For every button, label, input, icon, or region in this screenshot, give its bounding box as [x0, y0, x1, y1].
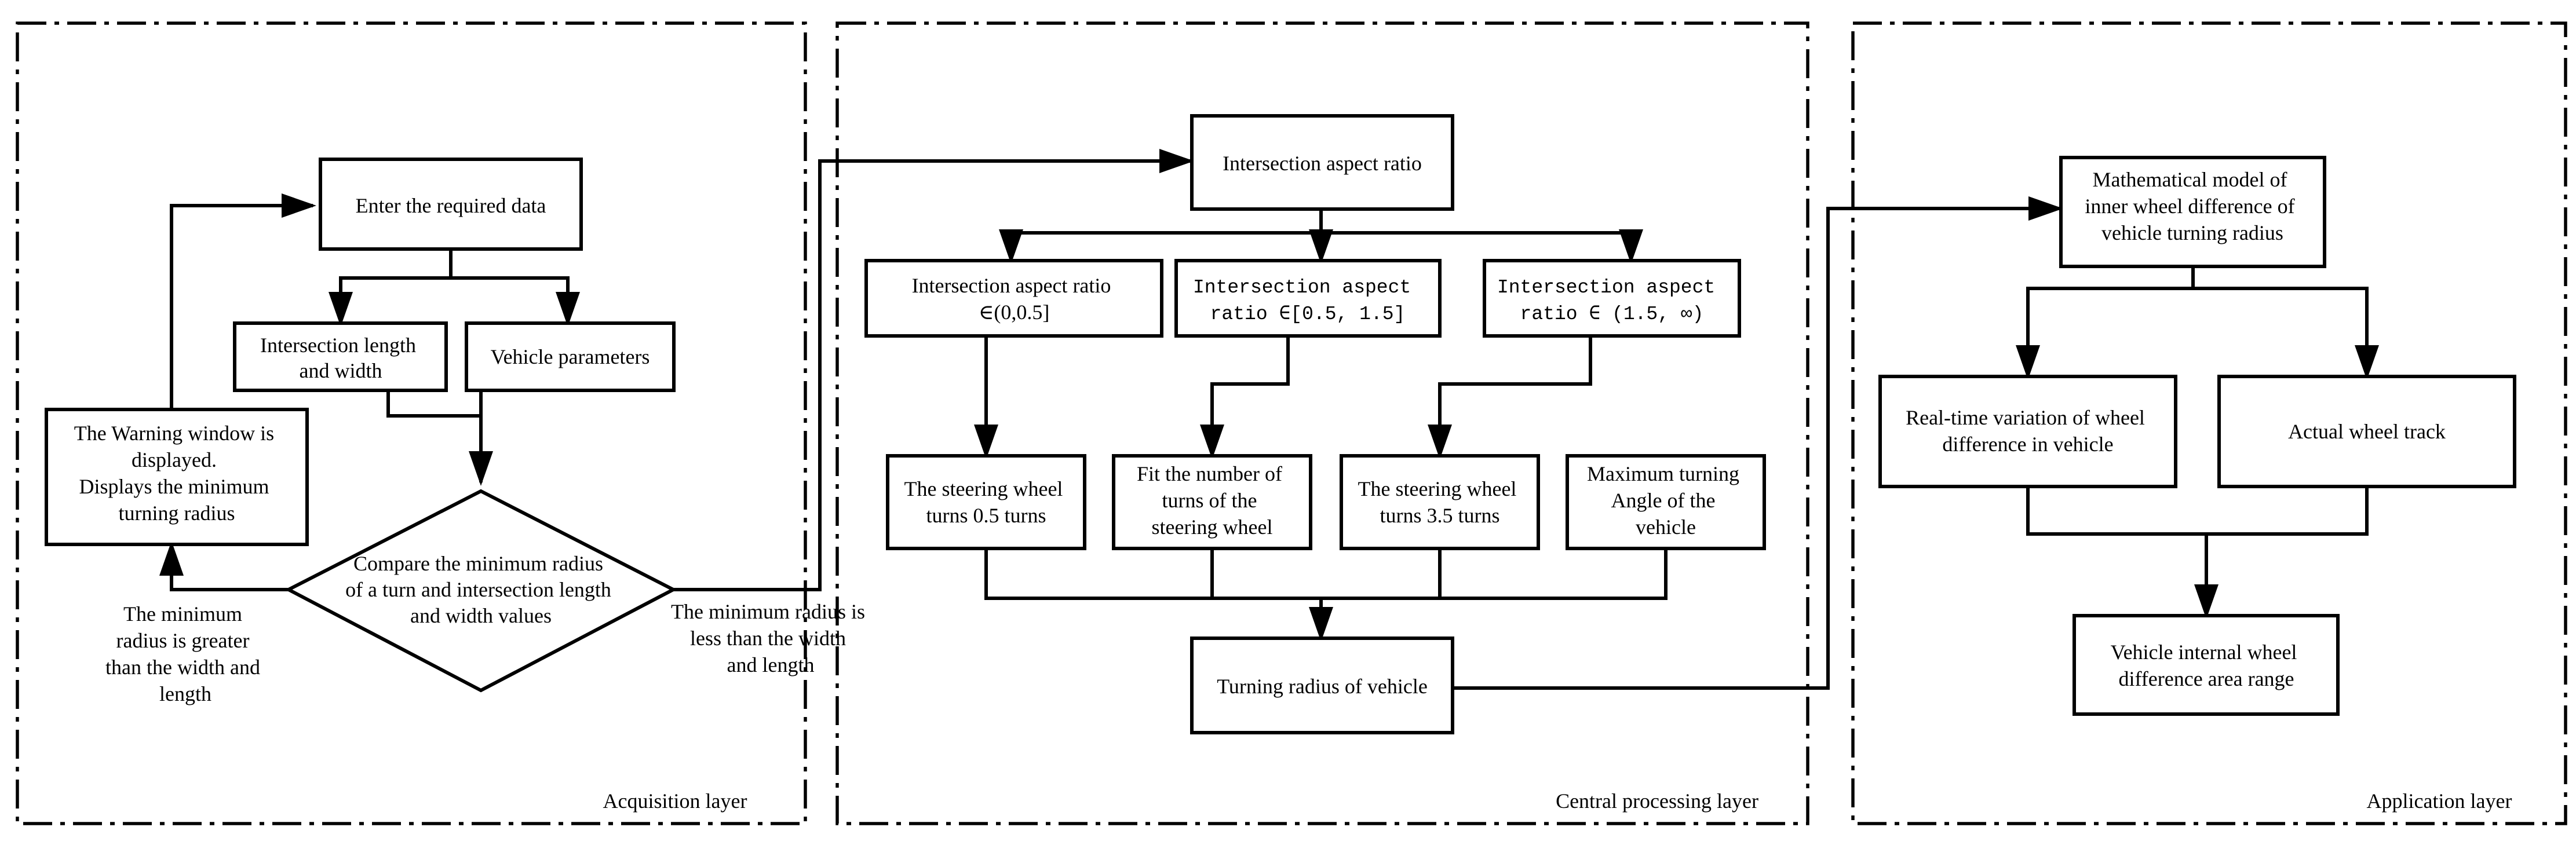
max-turning-angle-text: Maximum turning Angle of the vehicle — [1587, 462, 1745, 539]
turning-radius-box — [1190, 637, 1454, 734]
radius-less-label: The minimum radius is less than the widt… — [671, 600, 870, 676]
wheel-difference-area-box — [2073, 614, 2340, 716]
central-connectors — [974, 209, 1668, 642]
vehicle-parameters-box — [465, 321, 676, 392]
actual-wheel-track-text: Actual wheel track — [2288, 420, 2446, 443]
wheel-difference-area-text: Vehicle internal wheel difference area r… — [2111, 641, 2303, 690]
fit-steering-turns-box — [1112, 454, 1312, 550]
intersection-length-width-text: Intersection length and width — [260, 334, 421, 382]
steering-three-half-turns-text: The steering wheel turns 3.5 turns — [1358, 477, 1522, 527]
steering-half-turn-box — [886, 454, 1086, 550]
turning-radius-text: Turning radius of vehicle — [1217, 675, 1428, 698]
math-model-text: Mathematical model of inner wheel differ… — [2085, 168, 2300, 244]
aspect-ratio-range-3-box — [1483, 259, 1741, 338]
intersection-aspect-ratio-text: Intersection aspect ratio — [1223, 152, 1422, 175]
vehicle-parameters-text: Vehicle parameters — [491, 345, 650, 368]
acquisition-connectors — [159, 193, 580, 591]
acq-to-central-connector — [673, 149, 1194, 591]
central-processing-layer-label: Central processing layer — [1556, 789, 1758, 813]
actual-wheel-track-box — [2217, 375, 2516, 488]
enter-required-data-box — [319, 158, 583, 251]
application-layer-frame — [1851, 21, 2567, 825]
aspect-ratio-range-2-box — [1174, 259, 1442, 338]
intersection-length-width-box — [233, 321, 448, 392]
acquisition-layer-frame — [16, 21, 807, 825]
acquisition-layer-label: Acquisition layer — [603, 789, 747, 813]
steering-three-half-turns-box — [1340, 454, 1540, 550]
compare-radius-text: Compare the minimum radius of a turn and… — [345, 552, 616, 627]
aspect-ratio-range-3-text: Intersection aspect ratio ∈ (1.5, ∞) — [1497, 277, 1727, 325]
compare-radius-diamond — [284, 489, 677, 693]
max-turning-angle-box — [1566, 454, 1766, 550]
realtime-wheel-difference-box — [1878, 375, 2177, 488]
aspect-ratio-range-2-text: Intersection aspect ratio ∈[0.5, 1.5] — [1193, 277, 1422, 325]
warning-window-box — [45, 408, 309, 546]
warning-window-text: The Warning window is displayed. Display… — [74, 422, 279, 525]
central-to-app-connector — [1453, 196, 2063, 690]
central-processing-layer-frame — [835, 21, 1809, 825]
application-layer-label: Application layer — [2367, 789, 2512, 813]
radius-greater-label: The minimum radius is greater than the w… — [105, 602, 265, 705]
fit-steering-turns-text: Fit the number of turns of the steering … — [1137, 462, 1287, 539]
application-connectors — [2016, 266, 2379, 619]
aspect-ratio-range-1-text: Intersection aspect ratio ∈(0,0.5] — [912, 274, 1116, 324]
steering-half-turn-text: The steering wheel turns 0.5 turns — [904, 477, 1068, 527]
math-model-box — [2059, 156, 2326, 268]
enter-required-data-text: Enter the required data — [356, 194, 546, 217]
intersection-aspect-ratio-box — [1190, 114, 1454, 211]
realtime-wheel-difference-text: Real-time variation of wheel difference … — [1906, 406, 2150, 456]
aspect-ratio-range-1-box — [864, 259, 1163, 338]
